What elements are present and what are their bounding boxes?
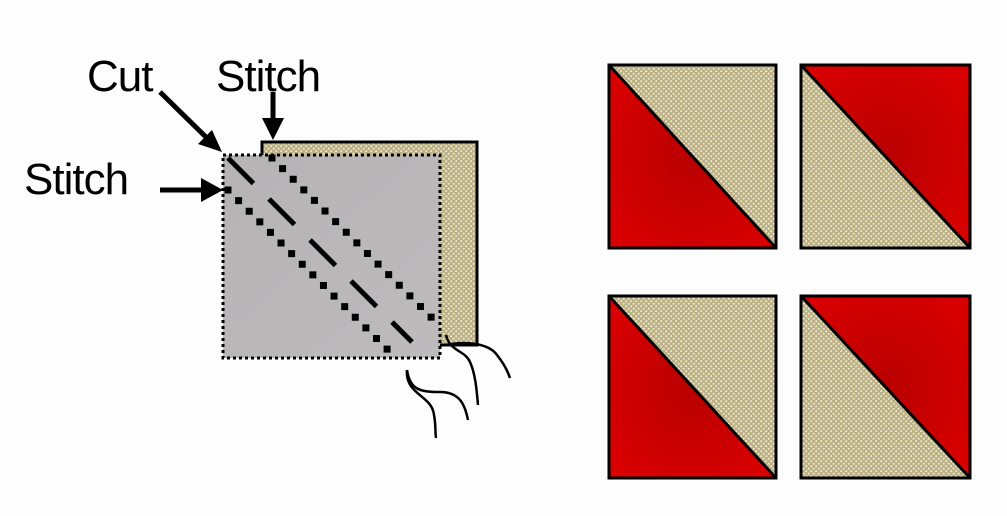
stitch-top-arrow bbox=[262, 92, 284, 140]
result-block-top-right bbox=[799, 63, 972, 250]
stitch-left-arrow bbox=[160, 178, 223, 202]
stitch-line-upper bbox=[267, 153, 445, 331]
cut-line bbox=[226, 156, 414, 344]
thread-tails bbox=[405, 334, 512, 439]
cut-label: Cut bbox=[87, 52, 153, 101]
result-block-top-left bbox=[607, 63, 778, 250]
stitch-line-lower bbox=[223, 185, 401, 363]
stitch-left-label: Stitch bbox=[24, 155, 129, 204]
cut-arrow bbox=[158, 90, 222, 152]
result-block-bottom-left bbox=[607, 294, 778, 480]
stitch-top-label: Stitch bbox=[216, 52, 321, 101]
result-block-bottom-right bbox=[799, 294, 972, 480]
gray-fabric-square bbox=[221, 153, 442, 360]
